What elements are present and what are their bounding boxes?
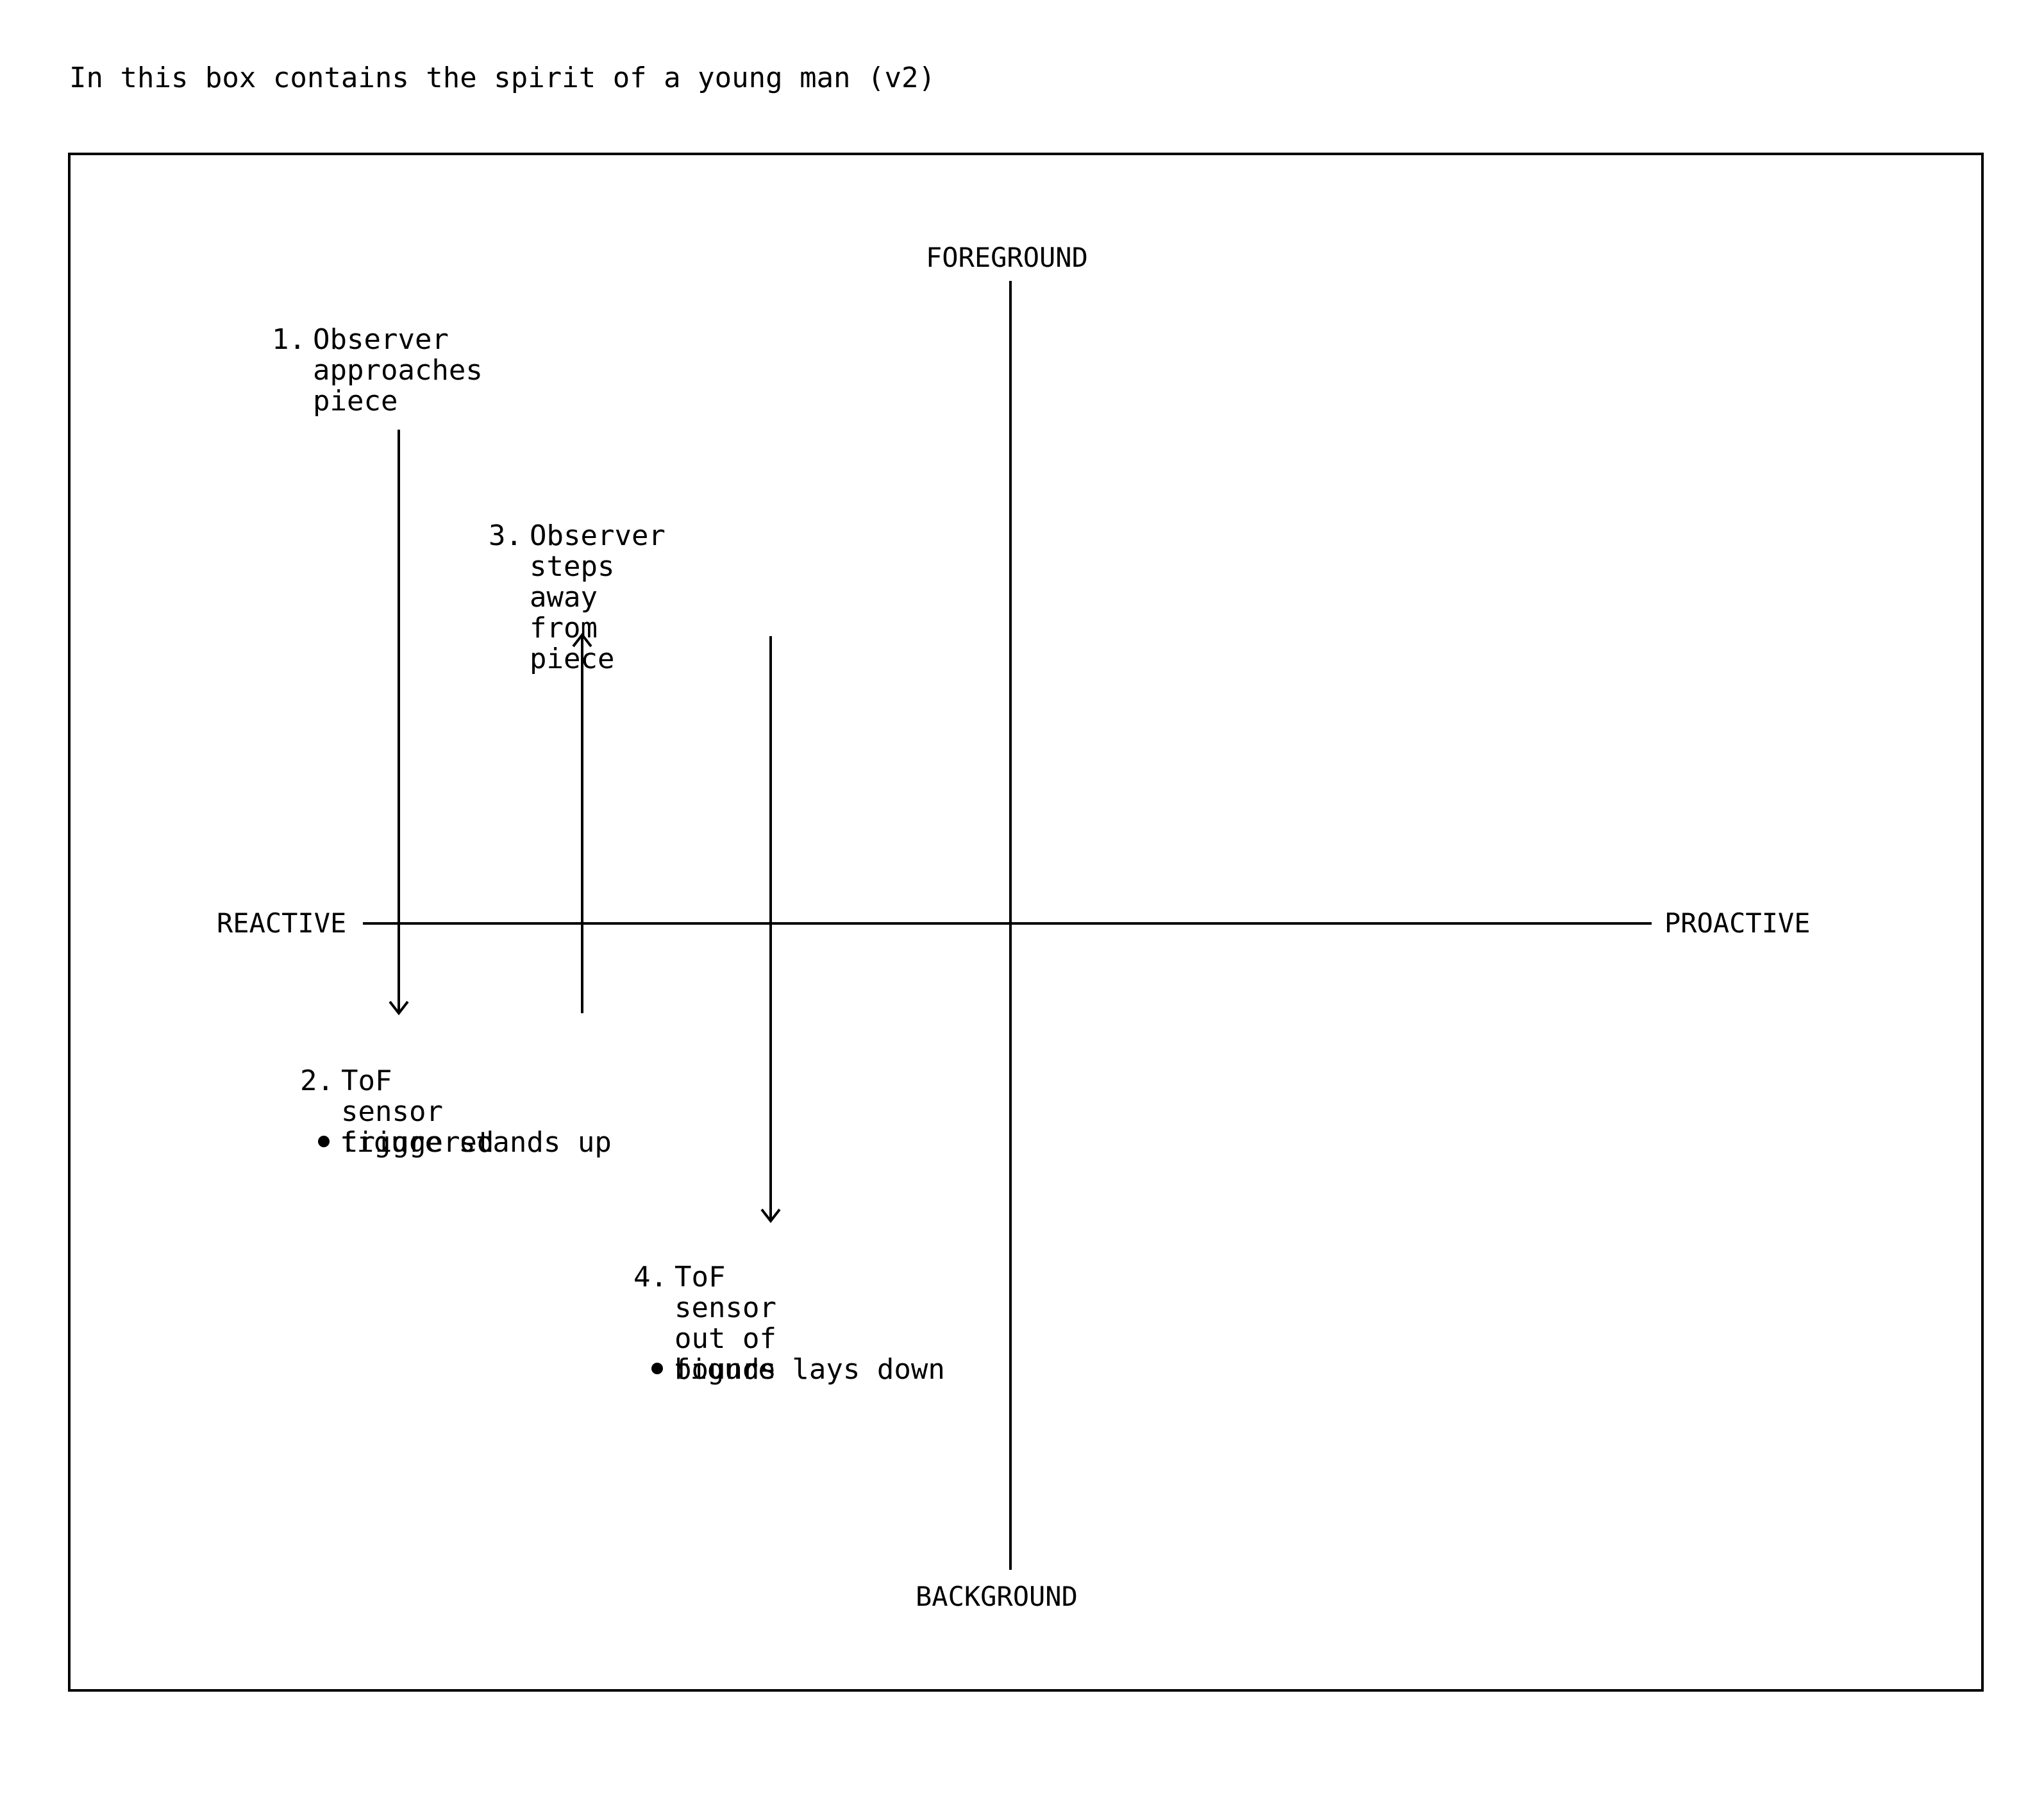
axis-label-reactive: REACTIVE <box>217 907 347 939</box>
diagram-frame <box>68 153 1984 1692</box>
step-4-number: 4. <box>633 1261 667 1293</box>
step-4-bullet-text: figure lays down <box>673 1353 945 1386</box>
bullet-dot-icon <box>318 1136 330 1147</box>
step-1-number: 1. <box>272 323 306 356</box>
step-3-number: 3. <box>489 519 523 552</box>
axis-label-foreground: FOREGROUND <box>926 242 1088 273</box>
step-4-bullet: figure lays down <box>651 1354 945 1385</box>
step-2-bullet-text: figure stands up <box>340 1126 612 1159</box>
axis-label-background: BACKGROUND <box>916 1581 1078 1612</box>
arrow-step2-to-step3 <box>572 632 592 1013</box>
step-2-text: ToF sensor triggered <box>341 1065 494 1159</box>
arrow-step1-to-step2 <box>389 430 409 1016</box>
step-4-text: ToF sensor out of bounds <box>674 1261 776 1386</box>
step-2-bullet: figure stands up <box>318 1127 612 1158</box>
page-title: In this box contains the spirit of a you… <box>69 62 936 94</box>
axis-label-proactive: PROACTIVE <box>1664 907 1811 939</box>
arrow-step3-to-step4 <box>760 636 781 1224</box>
step-1-text: Observer approaches piece <box>313 323 483 417</box>
bullet-dot-icon <box>651 1363 663 1374</box>
step-3-text: Observer steps away from piece <box>530 519 666 675</box>
step-2-number: 2. <box>300 1065 334 1097</box>
